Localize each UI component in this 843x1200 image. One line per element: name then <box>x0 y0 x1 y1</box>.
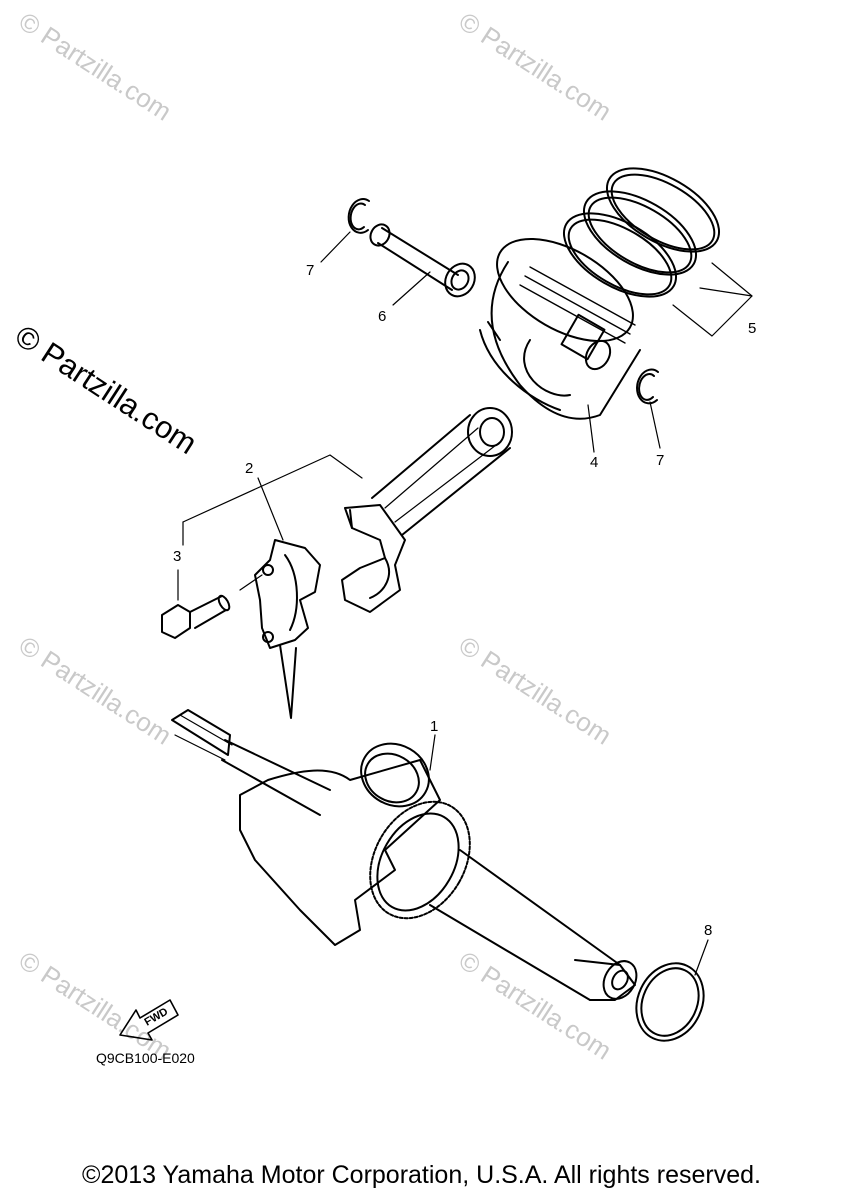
leader-7a <box>320 231 351 263</box>
piston <box>479 237 641 420</box>
diagram-code: Q9CB100-E020 <box>96 1050 195 1066</box>
leader-7b <box>649 401 661 449</box>
washer <box>635 962 705 1042</box>
callout-2: 2 <box>245 460 254 477</box>
copyright-notice: ©2013 Yamaha Motor Corporation, U.S.A. A… <box>82 1161 761 1189</box>
callout-6: 6 <box>378 308 387 325</box>
leader-8 <box>694 939 709 976</box>
piston-rings <box>562 167 721 298</box>
leader-4 <box>587 404 595 453</box>
leader-6 <box>392 271 431 306</box>
callout-5: 5 <box>748 320 757 337</box>
callout-8: 8 <box>704 922 713 939</box>
leader-3b <box>239 574 263 591</box>
fwd-label: FWD <box>143 1006 171 1029</box>
circlip-top <box>347 198 370 234</box>
circlip-right <box>636 368 659 405</box>
leader-1 <box>429 734 436 771</box>
callout-7-right: 7 <box>656 452 665 469</box>
rod-cap <box>254 539 321 719</box>
leader-5 <box>672 262 753 337</box>
callout-3: 3 <box>173 548 182 565</box>
callout-4: 4 <box>590 454 599 471</box>
connecting-rod <box>341 407 513 613</box>
piston-pin <box>369 223 476 298</box>
rod-bolt <box>161 594 231 639</box>
callout-7-top: 7 <box>306 262 315 279</box>
leader-2 <box>182 454 363 523</box>
crankshaft <box>171 709 638 1001</box>
leader-2b <box>257 477 284 541</box>
callout-1: 1 <box>430 718 439 735</box>
fwd-arrow-icon: FWD <box>119 999 179 1041</box>
leader-5b <box>699 287 753 297</box>
